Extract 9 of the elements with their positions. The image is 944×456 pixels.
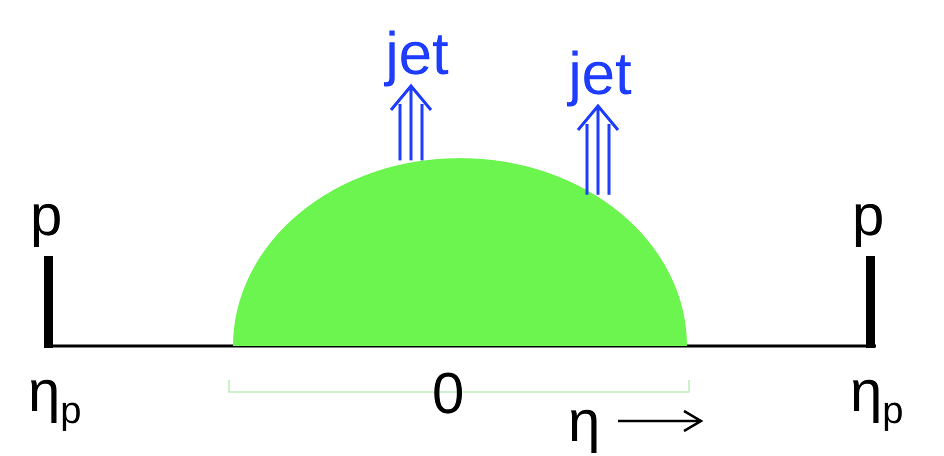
dome-shape — [233, 158, 687, 346]
particle-label: p — [852, 186, 884, 246]
jet-label: jet — [560, 44, 640, 104]
axis-label: η$_{p}$ — [850, 362, 904, 434]
jet-label: jet — [378, 24, 456, 84]
axis-label: η — [568, 392, 600, 452]
axis-label: 0 — [432, 364, 464, 424]
particle-label: p — [30, 186, 62, 246]
axis-label: η$_{p}$ — [28, 362, 82, 434]
